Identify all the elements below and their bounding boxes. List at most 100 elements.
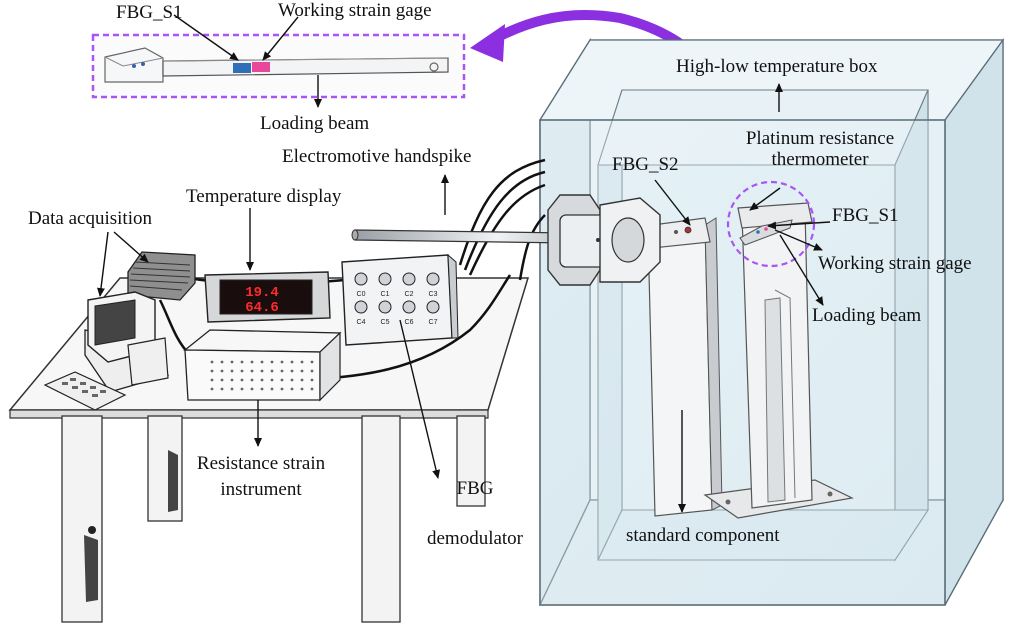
instrument-terminal: [230, 378, 234, 382]
label-resistance-strain-line1: Resistance strain: [196, 453, 326, 474]
temperature-display: 19.4 64.6: [204, 271, 331, 323]
instrument-terminal: [300, 369, 304, 373]
instrument-terminal: [290, 369, 294, 373]
instrument-terminal: [260, 387, 264, 391]
instrument-terminal: [310, 360, 314, 364]
instrument-terminal: [310, 378, 314, 382]
annotation-arrows: [97, 83, 831, 513]
instrument-terminal: [240, 387, 244, 391]
instrument-terminal: [270, 360, 274, 364]
instrument-terminal: [280, 369, 284, 373]
label-loading-beam-inset: Loading beam: [260, 113, 370, 134]
inset-strain-gage: [252, 62, 270, 72]
label-fbg-demodulator-line1: FBG: [456, 478, 494, 499]
instrument-terminal: [240, 378, 244, 382]
label-standard-component: standard component: [626, 525, 780, 546]
display-reading-1: 19.4: [245, 285, 279, 301]
instrument-terminal: [220, 369, 224, 373]
instrument-terminal: [210, 387, 214, 391]
label-fbg-demodulator-line2: demodulator: [426, 528, 524, 549]
resistance-strain-instrument: [183, 329, 342, 402]
instrument-terminal: [290, 360, 294, 364]
instrument-terminal: [270, 369, 274, 373]
instrument-terminal: [310, 387, 314, 391]
instrument-terminal: [290, 387, 294, 391]
label-electromotive-handspike: Electromotive handspike: [282, 146, 472, 167]
electromotive-handspike: [351, 194, 661, 286]
inset-fbg-sensor: [233, 63, 251, 73]
instrument-terminal: [220, 378, 224, 382]
demodulator-channel-label: C2: [405, 291, 414, 298]
label-high-low-temperature-box: High-low temperature box: [676, 56, 878, 77]
instrument-terminal: [280, 378, 284, 382]
computer: [43, 291, 170, 411]
demodulator-port: [354, 300, 368, 314]
instrument-terminal: [240, 369, 244, 373]
instrument-terminal: [240, 360, 244, 364]
demodulator-channel-label: C0: [357, 291, 366, 298]
instrument-terminal: [260, 360, 264, 364]
demodulator-port: [426, 272, 440, 286]
instrument-terminal: [280, 387, 284, 391]
cables: [158, 158, 546, 382]
label-loading-beam-component: Loading beam: [812, 305, 922, 326]
label-working-strain-gage-component: Working strain gage: [818, 253, 972, 274]
data-acquisition-box: [127, 251, 196, 301]
instrument-terminal: [270, 378, 274, 382]
label-fbg-s1-component: FBG_S1: [832, 205, 899, 226]
instrument-terminal: [210, 360, 214, 364]
instrument-terminal: [210, 369, 214, 373]
demodulator-channel-label: C1: [381, 291, 390, 298]
demodulator-channel-label: C4: [357, 319, 366, 326]
label-platinum-thermometer-line1: Platinum resistance: [745, 128, 895, 149]
demodulator-port: [402, 272, 416, 286]
instrument-terminal: [260, 369, 264, 373]
instrument-terminal: [230, 387, 234, 391]
label-resistance-strain-line2: instrument: [220, 479, 302, 500]
label-working-strain-gage-inset: Working strain gage: [278, 0, 432, 21]
demodulator-port: [426, 300, 440, 314]
standard-component: [629, 202, 854, 519]
instrument-terminal: [310, 369, 314, 373]
magnify-circle: [726, 180, 816, 268]
instrument-terminal: [300, 378, 304, 382]
instrument-terminal: [220, 387, 224, 391]
instrument-terminal: [260, 378, 264, 382]
instrument-terminal: [220, 360, 224, 364]
label-data-acquisition: Data acquisition: [28, 208, 152, 229]
instrument-terminal: [300, 387, 304, 391]
demodulator-channel-label: C7: [429, 319, 438, 326]
instrument-terminal: [270, 387, 274, 391]
label-fbg-s2: FBG_S2: [612, 154, 679, 175]
instrument-terminal: [210, 378, 214, 382]
instrument-terminal: [230, 360, 234, 364]
left-column: [647, 224, 713, 517]
label-platinum-thermometer-line2: thermometer: [771, 149, 869, 170]
demodulator-port: [378, 300, 392, 314]
instrument-terminal: [250, 378, 254, 382]
instrument-terminal: [280, 360, 284, 364]
label-temperature-display: Temperature display: [186, 186, 342, 207]
instrument-terminal: [250, 387, 254, 391]
label-fbg-s1-inset: FBG_S1: [116, 2, 183, 23]
demodulator-port: [354, 272, 368, 286]
instrument-terminal: [230, 369, 234, 373]
demodulator-channel-label: C3: [429, 291, 438, 298]
instrument-terminal: [300, 360, 304, 364]
instrument-terminal: [250, 360, 254, 364]
instrument-terminal: [250, 369, 254, 373]
instrument-terminal: [290, 378, 294, 382]
demodulator-port: [378, 272, 392, 286]
demodulator-channel-label: C5: [381, 319, 390, 326]
inset-loading-beam: [91, 14, 466, 108]
inset-beam-hole: [429, 62, 439, 72]
demodulator-channel-label: C6: [405, 319, 414, 326]
magnify-arrow-head: [470, 24, 505, 62]
instrument-terminals: [210, 360, 314, 391]
display-reading-2: 64.6: [245, 300, 279, 316]
demodulator-port: [402, 300, 416, 314]
